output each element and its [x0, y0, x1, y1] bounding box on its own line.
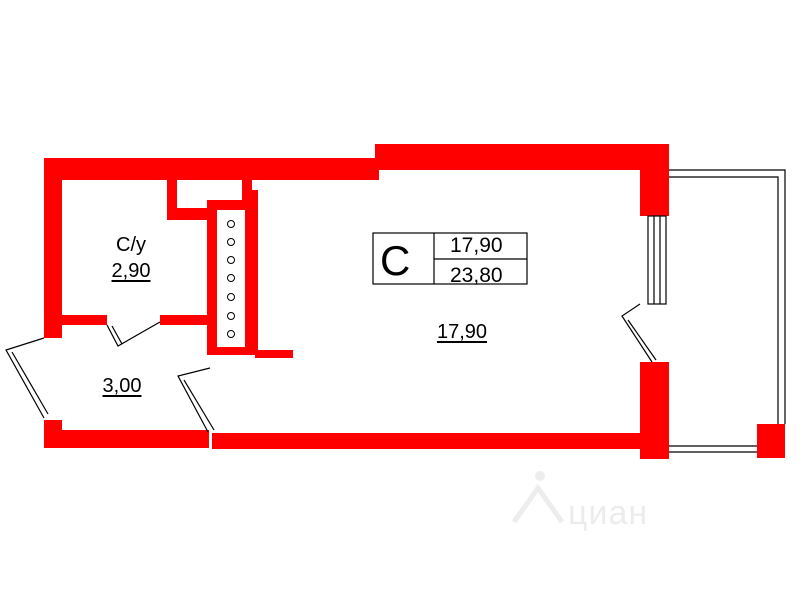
- wall-bath-bottom-left: [60, 315, 107, 325]
- balcony-column: [757, 424, 785, 458]
- vent-hole: [227, 238, 235, 246]
- living-room-door-leaf: [183, 379, 215, 431]
- bathroom-door: [106, 321, 161, 347]
- cian-logo-watermark: [511, 471, 565, 524]
- wall-shaft-col-right: [245, 190, 258, 355]
- window-frame: [647, 215, 667, 305]
- wall-shaft-ledge: [167, 208, 212, 220]
- ventilation-shaft: [217, 210, 245, 347]
- balcony-door-leaf: [627, 319, 657, 361]
- wall-shaft-col-left: [207, 200, 217, 355]
- vent-hole: [227, 256, 235, 264]
- wall-shaft-cap-bottom: [207, 347, 257, 355]
- vent-hole: [227, 274, 235, 282]
- wall-bottom-left: [44, 430, 209, 448]
- bathroom-area: 2,90: [111, 260, 151, 282]
- balcony-outline: [669, 169, 786, 424]
- walls: [44, 144, 785, 459]
- doors: [5, 303, 657, 433]
- bathroom-door-leaf: [111, 325, 123, 345]
- wall-right-upper: [640, 144, 669, 216]
- vent-hole: [227, 330, 235, 338]
- wall-bath-bottom-right: [160, 315, 210, 325]
- wall-shaft-right: [242, 178, 252, 200]
- balcony-door: [621, 303, 653, 363]
- area-legend-box: [372, 232, 528, 285]
- apartment-type-letter: С: [380, 237, 411, 284]
- wall-top-right: [375, 144, 669, 170]
- living-room-area: 17,90: [436, 321, 488, 343]
- balcony: [669, 169, 786, 453]
- vent-hole: [227, 293, 235, 301]
- window: [647, 215, 667, 305]
- bathroom-label: С/у: [116, 234, 146, 256]
- legend-total-area: 23,80: [450, 264, 503, 287]
- watermark-text: циан: [568, 494, 649, 532]
- vent-hole: [227, 220, 235, 228]
- wall-top-left: [44, 158, 379, 180]
- balcony-outline-inner: [669, 176, 779, 424]
- wall-shaft-top: [167, 178, 177, 218]
- vent-hole: [227, 312, 235, 320]
- wall-bottom-main: [212, 433, 662, 449]
- wall-right-lower: [640, 362, 669, 459]
- living-room-door: [177, 367, 211, 433]
- wall-left-upper: [44, 158, 62, 338]
- entrance-door: [5, 337, 45, 419]
- wall-shaft-stub: [255, 350, 293, 358]
- hallway-area: 3,00: [102, 375, 142, 397]
- entrance-door-leaf: [11, 351, 49, 415]
- wall-shaft-cap-top: [207, 200, 257, 210]
- legend-living-area: 17,90: [450, 234, 503, 257]
